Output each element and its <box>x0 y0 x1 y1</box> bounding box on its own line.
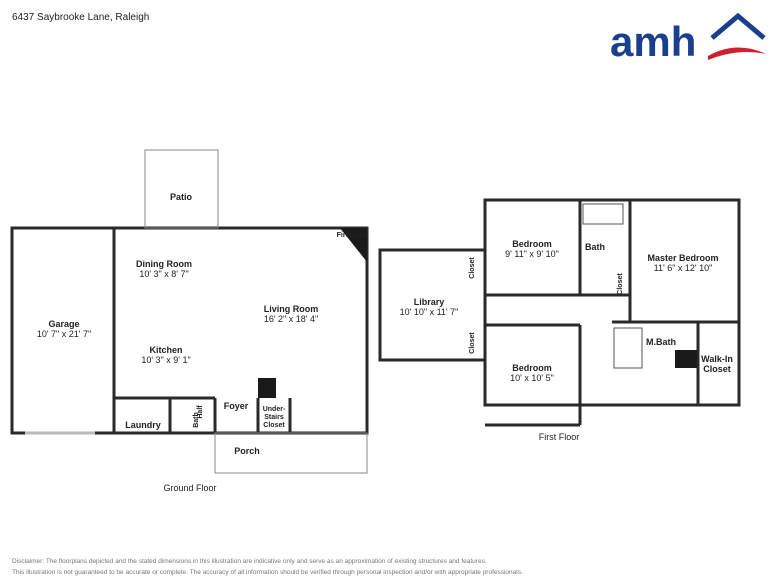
bathtub-icon <box>582 203 624 225</box>
stairs-block <box>258 378 276 398</box>
dims-library: 10' 10" x 11' 7" <box>400 307 459 317</box>
label-master: Master Bedroom <box>647 253 718 263</box>
label-under-stairs-2: Stairs <box>264 414 284 421</box>
disclaimer: Disclaimer: The floorplans depicted and … <box>12 556 523 578</box>
label-half: Half <box>197 405 204 419</box>
label-walkin-2: Closet <box>703 364 731 374</box>
label-fireplace: Fireplace <box>337 232 368 239</box>
dims-living: 16' 2" x 18' 4" <box>264 314 318 324</box>
shower-icon <box>613 327 643 369</box>
swoosh-icon <box>708 47 766 60</box>
label-closet-a: Closet <box>469 257 476 279</box>
label-kitchen: Kitchen <box>149 345 182 355</box>
dims-bedroom-a: 9' 11" x 9' 10" <box>505 249 559 259</box>
amh-logo: amh <box>608 10 768 69</box>
label-library: Library <box>414 297 445 307</box>
label-garage: Garage <box>48 319 79 329</box>
dims-garage: 10' 7" x 21' 7" <box>37 329 91 339</box>
first-floor-walls <box>378 198 741 427</box>
label-patio: Patio <box>170 192 193 202</box>
disclaimer-line-2: This illustration is not guaranteed to b… <box>12 569 523 576</box>
label-walkin-1: Walk-In <box>701 354 733 364</box>
label-closet-b: Closet <box>469 332 476 354</box>
label-living: Living Room <box>264 304 319 314</box>
address-title: 6437 Saybrooke Lane, Raleigh <box>12 12 150 23</box>
porch-outline <box>214 432 368 474</box>
caption-ground-floor: Ground Floor <box>163 483 216 493</box>
label-closet-c: Closet <box>617 273 624 295</box>
patio-outline <box>144 149 219 229</box>
dims-bedroom-b: 10' x 10' 5" <box>510 373 554 383</box>
logo-text: amh <box>610 18 696 64</box>
label-porch: Porch <box>234 446 260 456</box>
label-mbath: M.Bath <box>646 337 676 347</box>
dims-master: 11' 6" x 12' 10" <box>654 263 713 273</box>
label-foyer: Foyer <box>224 401 249 411</box>
label-bedroom-b: Bedroom <box>512 363 552 373</box>
label-dining: Dining Room <box>136 259 192 269</box>
label-bath-upper: Bath <box>585 242 605 252</box>
fireplace-icon <box>340 228 367 262</box>
label-under-stairs-1: Under- <box>263 406 286 413</box>
dims-dining: 10' 3" x 8' 7" <box>139 269 188 279</box>
caption-first-floor: First Floor <box>539 432 580 442</box>
stairs-block-upper <box>675 350 697 368</box>
label-under-stairs-3: Closet <box>263 422 285 429</box>
label-bedroom-a: Bedroom <box>512 239 552 249</box>
label-laundry: Laundry <box>125 420 161 430</box>
dims-kitchen: 10' 3" x 9' 1" <box>141 355 190 365</box>
label-bath: Bath <box>193 412 200 428</box>
house-roof-icon <box>710 12 766 40</box>
disclaimer-line-1: Disclaimer: The floorplans depicted and … <box>12 558 487 565</box>
